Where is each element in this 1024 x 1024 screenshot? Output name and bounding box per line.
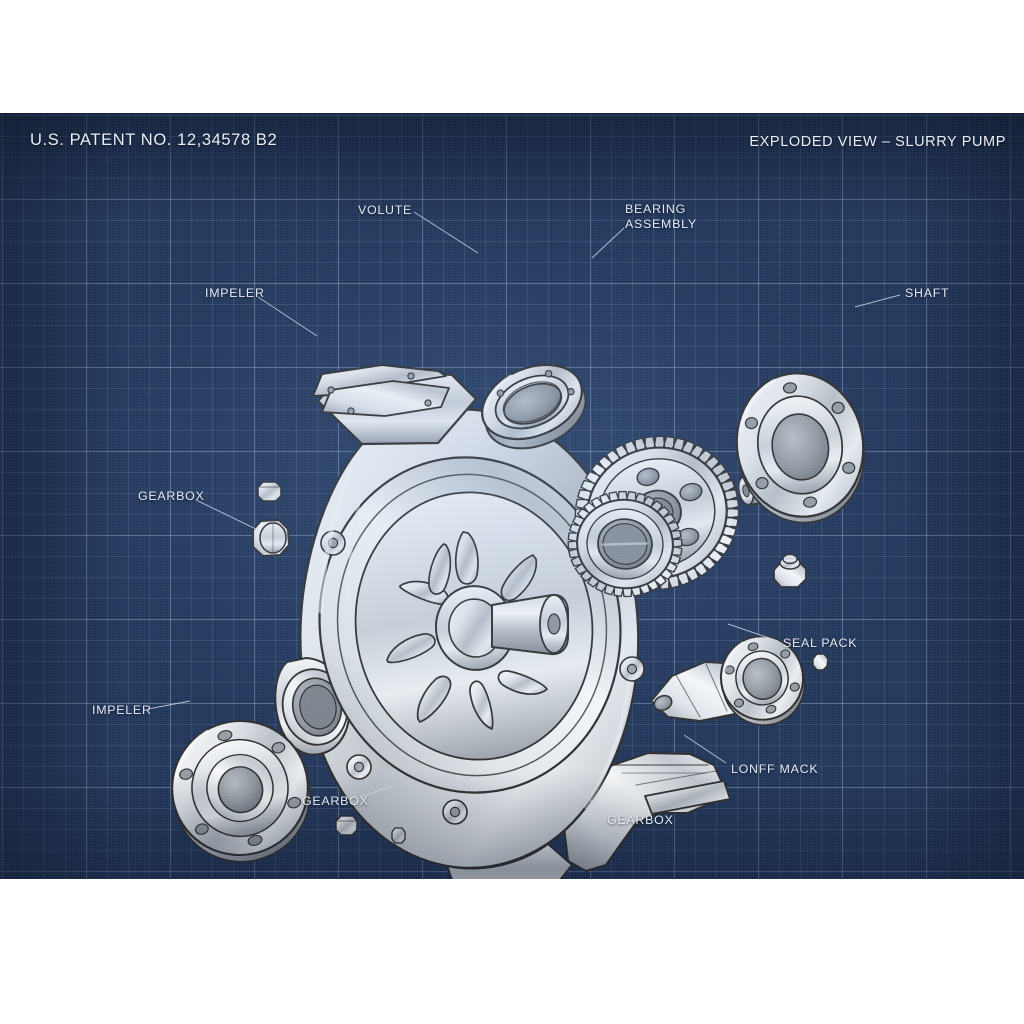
callout-label-gearbox-left: GEARBOX bbox=[138, 489, 205, 503]
callout-label-lonff-mack: LONFF MACK bbox=[731, 762, 819, 776]
callout-label-impeler-bottom: IMPELER bbox=[92, 703, 152, 717]
callout-label-shaft: SHAFT bbox=[905, 286, 950, 300]
part-fastener-a bbox=[257, 481, 282, 502]
part-fastener-f bbox=[812, 653, 829, 671]
part-fastener-e bbox=[391, 827, 406, 844]
part-shaft-hub bbox=[735, 372, 866, 524]
callout-label-gearbox-mid: GEARBOX bbox=[302, 794, 369, 808]
callout-label-volute: VOLUTE bbox=[358, 203, 413, 217]
callout-label-impeler-top: IMPELER bbox=[205, 286, 265, 300]
callout-label-gearbox-bottom: GEARBOX bbox=[607, 813, 674, 827]
patent-number-title: U.S. PATENT NO. 12,34578 B2 bbox=[30, 131, 278, 149]
part-fastener-b bbox=[252, 519, 290, 557]
part-fastener-d bbox=[335, 815, 358, 836]
part-fastener-c bbox=[773, 553, 807, 588]
callout-label-bearing-assembly: BEARING ASSEMBLY bbox=[625, 202, 697, 231]
drawing-title: EXPLODED VIEW – SLURRY PUMP bbox=[749, 134, 1006, 150]
callout-label-seal-pack: SEAL PACK bbox=[783, 636, 858, 650]
